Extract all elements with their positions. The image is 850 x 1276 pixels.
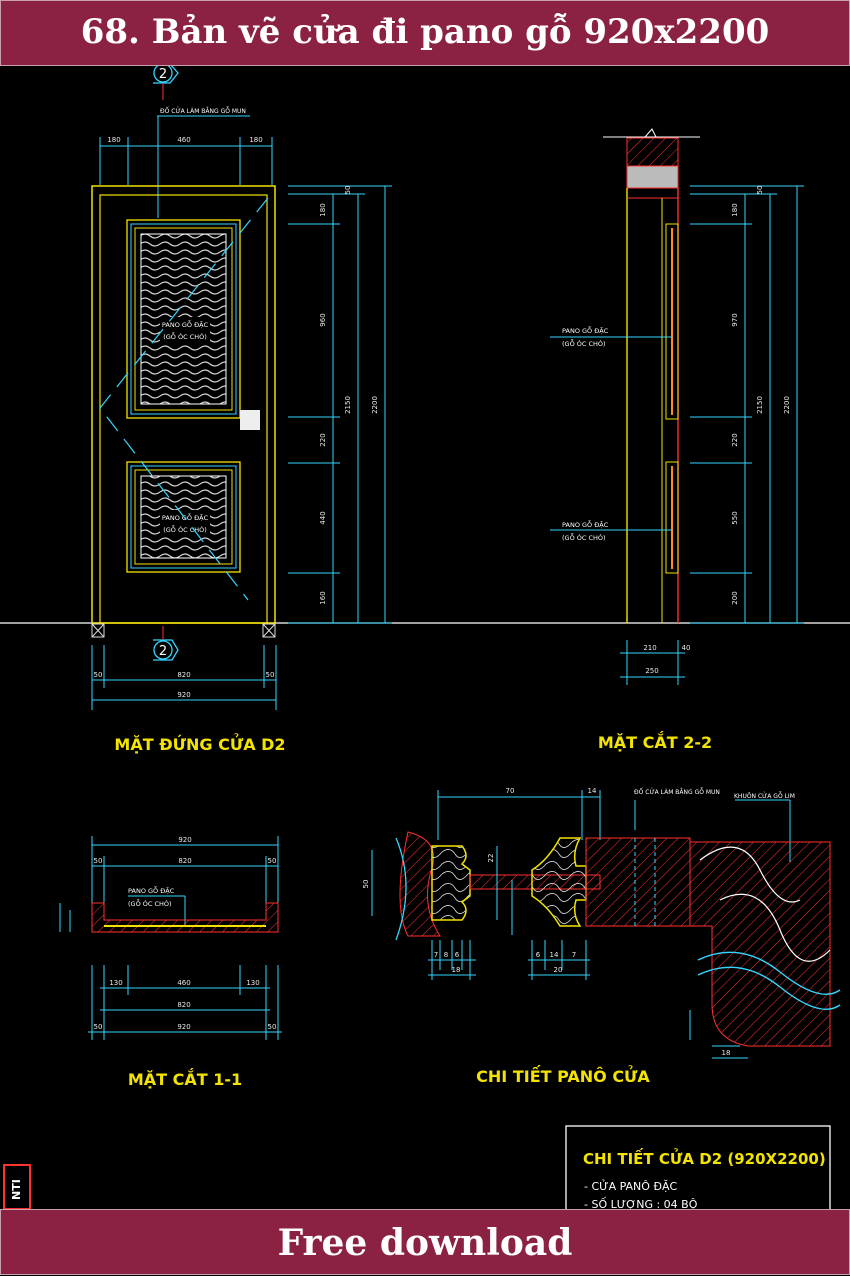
svg-text:460: 460: [177, 979, 190, 987]
svg-text:NTI: NTI: [10, 1179, 23, 1200]
svg-text:6: 6: [536, 951, 541, 959]
svg-text:8: 8: [444, 951, 448, 959]
svg-text:920: 920: [177, 691, 190, 699]
page-title: 68. Bản vẽ cửa đi pano gỗ 920x2200: [0, 0, 850, 66]
svg-text:180: 180: [731, 203, 739, 216]
svg-text:130: 130: [109, 979, 122, 987]
section-2-2: PANO GỖ ĐẶC (GỖ ÓC CHÓ) PANO GỖ ĐẶC (GỖ …: [550, 128, 804, 752]
svg-text:50: 50: [344, 186, 352, 195]
panel-detail: ĐỐ CỬA LÀM BẰNG GỖ MUN KHUÔN CỬA GỖ LIM …: [362, 787, 841, 1086]
svg-text:PANO GỖ ĐẶC: PANO GỖ ĐẶC: [562, 519, 609, 529]
swing-lines: [99, 197, 269, 601]
svg-text:(GỖ ÓC CHÓ): (GỖ ÓC CHÓ): [562, 338, 606, 348]
svg-text:50: 50: [94, 857, 103, 865]
svg-text:(GỖ ÓC CHÓ): (GỖ ÓC CHÓ): [562, 532, 606, 542]
svg-text:220: 220: [319, 433, 327, 446]
cad-drawing: 2 ĐỐ CỬA LÀM BẰNG GỖ MUN 180 460 180 PAN…: [0, 66, 850, 1209]
svg-text:70: 70: [506, 787, 515, 795]
svg-text:- CỬA PANÔ ĐẶC: - CỬA PANÔ ĐẶC: [584, 1179, 677, 1193]
svg-text:- SỐ LƯỢNG : 04 BỘ: - SỐ LƯỢNG : 04 BỘ: [584, 1197, 698, 1209]
svg-text:220: 220: [731, 433, 739, 446]
svg-text:460: 460: [177, 136, 190, 144]
section-1-1: 920 820 50 50 PANO GỖ ĐẶC (GỖ ÓC CHÓ) 13…: [59, 836, 282, 1089]
svg-text:920: 920: [177, 1023, 190, 1031]
section11-title: MẶT CẮT 1-1: [128, 1068, 242, 1089]
svg-text:(GỖ ÓC CHÓ): (GỖ ÓC CHÓ): [163, 331, 207, 341]
svg-text:18: 18: [452, 966, 461, 974]
svg-text:(GỖ ÓC CHÓ): (GỖ ÓC CHÓ): [163, 524, 207, 534]
svg-text:PANO GỖ ĐẶC: PANO GỖ ĐẶC: [562, 325, 609, 335]
section-marker-bottom: 2: [153, 626, 179, 661]
svg-text:PANO GỖ ĐẶC: PANO GỖ ĐẶC: [128, 885, 175, 895]
door-handle: [240, 410, 260, 430]
svg-text:50: 50: [362, 880, 370, 889]
svg-text:50: 50: [268, 1023, 277, 1031]
svg-text:180: 180: [107, 136, 120, 144]
svg-text:40: 40: [682, 644, 691, 652]
svg-text:ĐỐ CỬA LÀM BẰNG GỖ MUN: ĐỐ CỬA LÀM BẰNG GỖ MUN: [634, 788, 720, 796]
svg-text:7: 7: [572, 951, 576, 959]
svg-text:970: 970: [731, 313, 739, 326]
svg-text:2150: 2150: [756, 396, 764, 414]
svg-text:22: 22: [487, 854, 495, 863]
svg-text:820: 820: [178, 857, 191, 865]
svg-text:14: 14: [588, 787, 597, 795]
download-button[interactable]: Free download: [0, 1209, 850, 1275]
svg-text:820: 820: [177, 1001, 190, 1009]
door-elevation: 2 ĐỐ CỬA LÀM BẰNG GỖ MUN 180 460 180 PAN…: [91, 66, 392, 754]
svg-text:180: 180: [319, 203, 327, 216]
section-marker-label: 2: [159, 67, 167, 82]
svg-text:PANO GỖ ĐẶC: PANO GỖ ĐẶC: [162, 512, 209, 522]
spec-box-title: CHI TIẾT CỬA D2 (920X2200): [583, 1147, 826, 1168]
svg-text:50: 50: [756, 186, 764, 195]
svg-text:20: 20: [554, 966, 563, 974]
svg-text:920: 920: [178, 836, 191, 844]
svg-text:KHUÔN CỬA GỖ LIM: KHUÔN CỬA GỖ LIM: [734, 792, 795, 800]
svg-text:2200: 2200: [783, 396, 791, 414]
panel-detail-title: CHI TIẾT PANÔ CỬA: [476, 1065, 650, 1086]
edge-tag: NTI: [3, 1164, 31, 1209]
svg-text:18: 18: [722, 1049, 731, 1057]
svg-text:2200: 2200: [371, 396, 379, 414]
frame-note: ĐỐ CỬA LÀM BẰNG GỖ MUN: [160, 107, 246, 115]
svg-text:130: 130: [246, 979, 259, 987]
svg-text:160: 160: [319, 591, 327, 604]
svg-text:6: 6: [455, 951, 460, 959]
svg-text:2150: 2150: [344, 396, 352, 414]
svg-text:50: 50: [266, 671, 275, 679]
svg-text:550: 550: [731, 511, 739, 524]
svg-text:820: 820: [177, 671, 190, 679]
svg-text:250: 250: [645, 667, 658, 675]
section22-title: MẶT CẮT 2-2: [598, 731, 712, 752]
svg-text:2: 2: [159, 644, 167, 659]
svg-text:PANO GỖ ĐẶC: PANO GỖ ĐẶC: [162, 319, 209, 329]
svg-text:960: 960: [319, 313, 327, 326]
svg-text:50: 50: [268, 857, 277, 865]
svg-text:50: 50: [94, 671, 103, 679]
svg-text:210: 210: [643, 644, 656, 652]
elevation-title: MẶT ĐỨNG CỬA D2: [114, 733, 285, 754]
svg-text:440: 440: [319, 511, 327, 524]
upper-panel: PANO GỖ ĐẶC (GỖ ÓC CHÓ): [126, 219, 241, 419]
spec-box: CHI TIẾT CỬA D2 (920X2200) - CỬA PANÔ ĐẶ…: [565, 1125, 831, 1209]
svg-text:180: 180: [249, 136, 262, 144]
svg-text:200: 200: [731, 591, 739, 604]
section-marker-top: 2: [153, 66, 179, 100]
svg-text:(GỖ ÓC CHÓ): (GỖ ÓC CHÓ): [128, 898, 172, 908]
svg-text:7: 7: [434, 951, 438, 959]
svg-text:50: 50: [94, 1023, 103, 1031]
svg-text:14: 14: [550, 951, 559, 959]
